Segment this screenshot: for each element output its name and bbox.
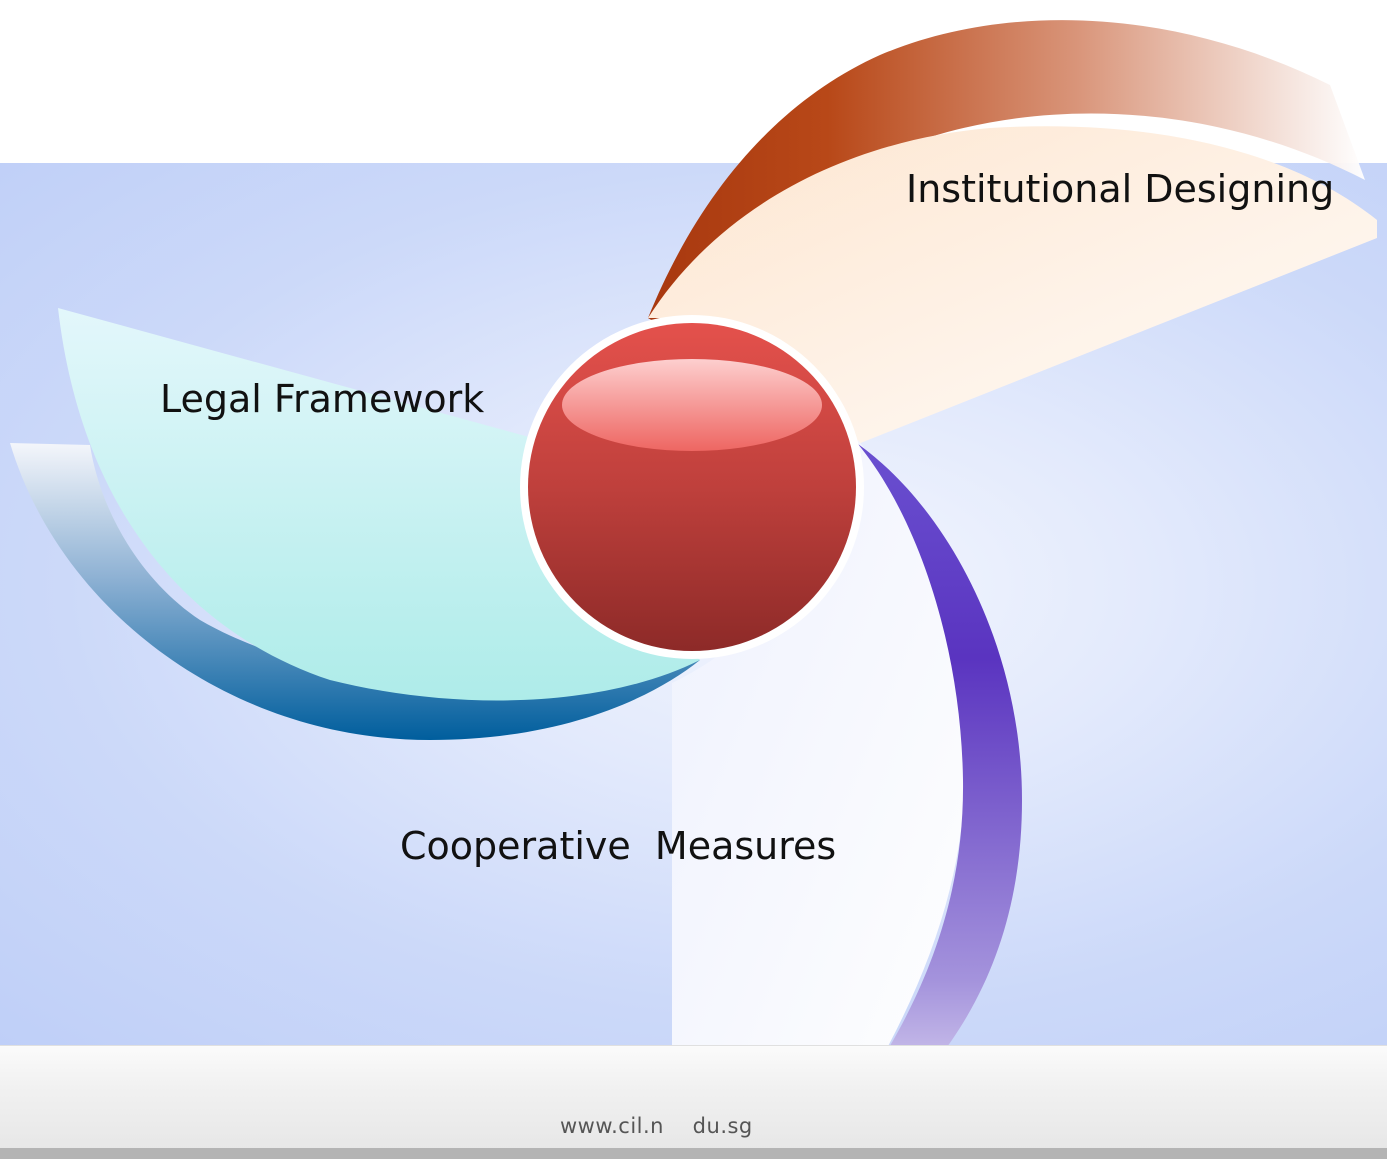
institutional-petal-band xyxy=(648,20,1365,325)
cooperative-petal-band xyxy=(810,444,1022,1159)
footer-bar xyxy=(0,1045,1387,1149)
legal-petal-band xyxy=(10,443,700,740)
footer-url: www.cil.n du.sg xyxy=(560,1114,753,1138)
footer-strip xyxy=(0,1148,1387,1159)
institutional-designing-label: Institutional Designing xyxy=(906,167,1335,211)
cooperative-petal xyxy=(672,440,965,1159)
legal-petal xyxy=(58,308,700,701)
institutional-petal xyxy=(648,126,1377,444)
cooperative-measures-label: Cooperative Measures xyxy=(400,824,837,868)
legal-framework-label: Legal Framework xyxy=(160,377,485,421)
center-sphere-highlight xyxy=(562,359,822,451)
